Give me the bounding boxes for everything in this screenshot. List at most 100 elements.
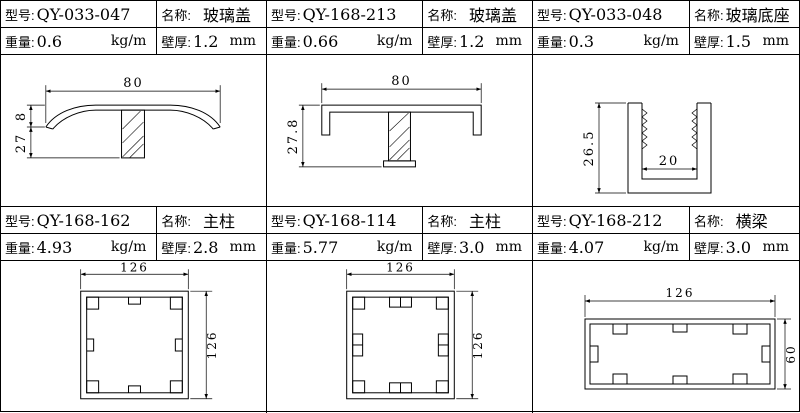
weight-unit: kg/m — [376, 33, 413, 49]
name-value: 玻璃底座 — [725, 6, 790, 25]
name-cell: 名称: 主柱 — [157, 207, 266, 233]
dimension-lines — [80, 269, 213, 400]
header-row-model: 型号: QY-168-212 名称: 横梁 — [533, 207, 799, 234]
header-row-specs: 重量: 4.07 kg/m 壁厚: 3.0 mm — [533, 234, 799, 261]
name-label: 名称: — [161, 213, 191, 229]
drawing-area: 80 27.8 — [267, 55, 532, 206]
thickness-value: 1.2 — [192, 31, 219, 51]
model-label: 型号: — [5, 7, 35, 23]
dimension-lines — [595, 102, 697, 194]
profile-cell-4: 型号: QY-168-162 名称: 主柱 重量: 4.93 kg/m 壁厚: … — [1, 207, 267, 413]
model-cell: 型号: QY-168-212 — [533, 207, 690, 233]
name-value: 横梁 — [735, 212, 768, 231]
model-cell: 型号: QY-168-162 — [1, 207, 158, 233]
model-cell: 型号: QY-168-213 — [267, 1, 424, 27]
thickness-cell: 壁厚: 1.2 mm — [423, 28, 532, 54]
dim-width: 80 — [123, 76, 143, 91]
model-value: QY-033-048 — [568, 4, 663, 24]
model-value: QY-168-212 — [568, 210, 663, 230]
dimension-lines — [26, 85, 221, 159]
header-row-model: 型号: QY-033-047 名称: 玻璃盖 — [1, 1, 266, 28]
model-value: QY-168-162 — [36, 210, 131, 230]
serrations — [641, 108, 698, 150]
header-row-specs: 重量: 0.6 kg/m 壁厚: 1.2 mm — [1, 28, 266, 55]
header-row-specs: 重量: 5.77 kg/m 壁厚: 3.0 mm — [267, 234, 532, 261]
profile-outline — [321, 104, 482, 168]
weight-value: 5.77 — [302, 237, 339, 257]
weight-label: 重量: — [537, 240, 567, 256]
dim-height: 27 — [14, 133, 29, 153]
thickness-label: 壁厚: — [427, 240, 457, 256]
weight-label: 重量: — [5, 240, 35, 256]
header-row-specs: 重量: 0.66 kg/m 壁厚: 1.2 mm — [267, 28, 532, 55]
weight-unit: kg/m — [376, 239, 413, 255]
weight-label: 重量: — [271, 240, 301, 256]
header-row-model: 型号: QY-168-162 名称: 主柱 — [1, 207, 266, 234]
thickness-label: 壁厚: — [693, 34, 724, 50]
thickness-label: 壁厚: — [161, 240, 191, 256]
thickness-label: 壁厚: — [693, 240, 724, 256]
name-cell: 名称: 主柱 — [423, 207, 532, 233]
name-cell: 名称: 玻璃盖 — [423, 1, 532, 27]
beam-drawing: 126 60 — [584, 286, 798, 390]
dim-height: 126 — [205, 331, 219, 360]
profile-cell-1: 型号: QY-033-047 名称: 玻璃盖 重量: 0.6 kg/m 壁厚: … — [1, 1, 267, 207]
name-cell: 名称: 横梁 — [690, 207, 799, 233]
thickness-unit: mm — [762, 33, 789, 49]
weight-value: 0.3 — [568, 31, 595, 51]
weight-label: 重量: — [5, 34, 35, 50]
dim-width: 80 — [391, 74, 411, 89]
thickness-unit: mm — [229, 33, 256, 49]
header-row-model: 型号: QY-168-213 名称: 玻璃盖 — [267, 1, 532, 28]
header-row-model: 型号: QY-168-114 名称: 主柱 — [267, 207, 532, 234]
profile-cell-2: 型号: QY-168-213 名称: 玻璃盖 重量: 0.66 kg/m 壁厚:… — [267, 1, 533, 207]
weight-value: 4.93 — [36, 237, 73, 257]
weight-label: 重量: — [271, 34, 301, 50]
model-label: 型号: — [537, 7, 567, 23]
dimension-lines — [584, 295, 791, 390]
glass-base-drawing: 26.5 20 — [582, 102, 712, 194]
model-cell: 型号: QY-168-114 — [267, 207, 424, 233]
name-label: 名称: — [693, 213, 724, 229]
weight-label: 重量: — [537, 34, 567, 50]
weight-cell: 重量: 4.07 kg/m — [533, 234, 690, 260]
thickness-cell: 壁厚: 1.2 mm — [157, 28, 266, 54]
weight-unit: kg/m — [110, 33, 147, 49]
profile-outline — [627, 102, 712, 194]
dim-inner-width: 20 — [659, 154, 680, 169]
dimension-lines — [346, 269, 479, 400]
dim-width: 126 — [666, 286, 695, 300]
dim-cap-height: 8 — [14, 111, 29, 121]
dimension-lines — [298, 83, 482, 168]
thickness-value: 3.0 — [458, 237, 485, 257]
thickness-unit: mm — [495, 33, 522, 49]
model-value: QY-033-047 — [36, 4, 131, 24]
profile-cell-3: 型号: QY-033-048 名称: 玻璃底座 重量: 0.3 kg/m 壁厚:… — [533, 1, 799, 207]
name-label: 名称: — [427, 213, 457, 229]
main-post-drawing: 126 126 — [80, 261, 219, 400]
dim-width: 126 — [386, 261, 415, 274]
drawing-area: 126 60 — [533, 261, 799, 413]
thickness-cell: 壁厚: 3.0 mm — [690, 234, 799, 260]
weight-cell: 重量: 0.66 kg/m — [267, 28, 424, 54]
weight-value: 0.6 — [36, 31, 63, 51]
thickness-label: 壁厚: — [161, 34, 191, 50]
thickness-value: 1.5 — [725, 31, 752, 51]
name-label: 名称: — [427, 7, 457, 23]
thickness-value: 2.8 — [192, 237, 219, 257]
header-row-specs: 重量: 0.3 kg/m 壁厚: 1.5 mm — [533, 28, 799, 55]
model-label: 型号: — [271, 213, 301, 229]
hatch — [122, 110, 144, 159]
thickness-unit: mm — [229, 239, 256, 255]
model-label: 型号: — [5, 213, 35, 229]
weight-cell: 重量: 5.77 kg/m — [267, 234, 424, 260]
thickness-unit: mm — [762, 239, 789, 255]
model-value: QY-168-114 — [302, 210, 397, 230]
name-cell: 名称: 玻璃底座 — [690, 1, 799, 27]
model-label: 型号: — [537, 213, 567, 229]
dim-height: 26.5 — [582, 130, 597, 167]
profile-outline — [346, 290, 455, 400]
thickness-cell: 壁厚: 2.8 mm — [157, 234, 266, 260]
name-label: 名称: — [161, 7, 191, 23]
header-row-model: 型号: QY-033-048 名称: 玻璃底座 — [533, 1, 799, 28]
